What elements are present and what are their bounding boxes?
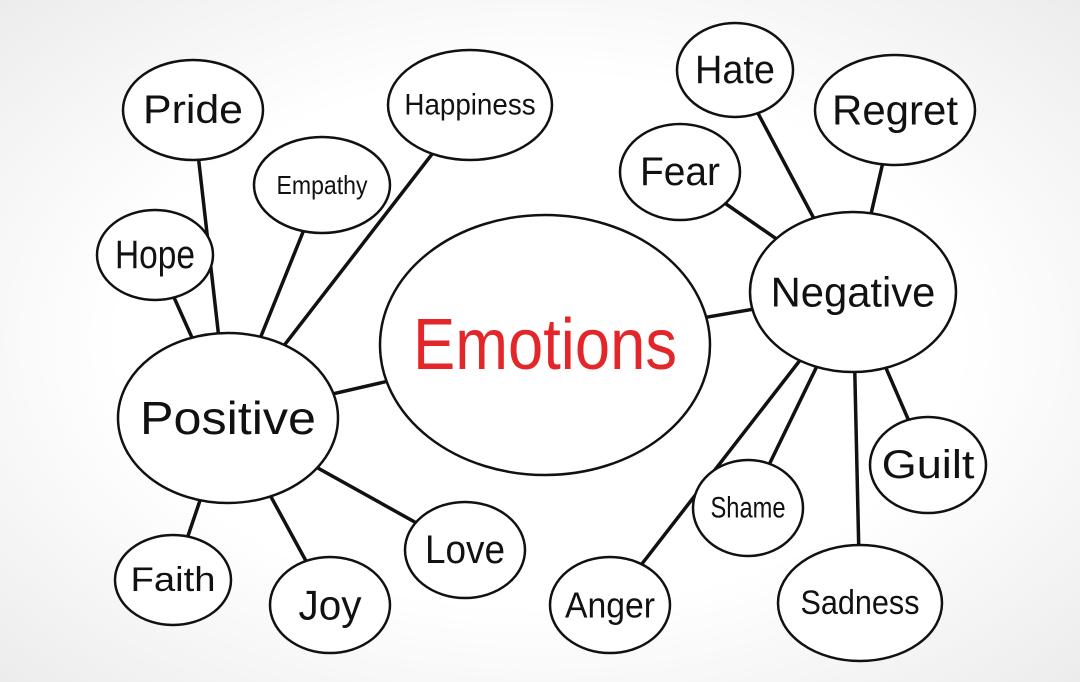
leaf-node-sadness-bubble <box>776 543 944 663</box>
leaf-node-faith-bubble <box>113 533 233 627</box>
leaf-node-fear-bubble <box>618 122 742 222</box>
central-node-emotions-label: Emotions <box>413 305 677 385</box>
leaf-node-love-label: Love <box>425 528 505 572</box>
branch-node-positive-bubble <box>116 331 340 505</box>
leaf-node-shame: Shame <box>691 458 805 558</box>
leaf-node-love-bubble <box>403 500 527 600</box>
leaf-node-hope: Hope <box>95 208 215 302</box>
leaf-node-pride: Pride <box>121 58 265 162</box>
leaf-node-faith-label: Faith <box>131 561 216 599</box>
leaf-node-hope-bubble <box>95 208 215 302</box>
leaf-node-shame-label: Shame <box>711 492 786 525</box>
branch-node-positive-label: Positive <box>140 392 316 444</box>
leaf-node-guilt-label: Guilt <box>882 443 975 487</box>
leaf-node-sadness: Sadness <box>776 543 944 663</box>
leaf-node-pride-label: Pride <box>143 88 243 132</box>
leaf-node-regret: Regret <box>813 53 977 167</box>
leaf-node-happiness: Happiness <box>386 48 554 162</box>
leaf-node-hate-label: Hate <box>695 48 775 92</box>
leaf-node-regret-label: Regret <box>832 87 958 134</box>
leaf-node-hate-bubble <box>675 21 795 119</box>
leaf-node-empathy-label: Empathy <box>277 170 368 200</box>
central-node-emotions-bubble <box>378 213 712 477</box>
leaf-node-empathy: Empathy <box>252 135 392 235</box>
leaf-node-regret-bubble <box>813 53 977 167</box>
leaf-node-happiness-label: Happiness <box>404 89 535 122</box>
leaf-node-empathy-bubble <box>252 135 392 235</box>
leaf-node-joy: Joy <box>268 555 392 655</box>
leaf-node-anger-bubble <box>548 555 672 655</box>
branch-node-negative: Negative <box>748 210 958 374</box>
central-node-emotions: Emotions <box>378 213 712 477</box>
leaf-node-joy-label: Joy <box>299 582 362 629</box>
leaf-node-sadness-label: Sadness <box>801 584 920 622</box>
leaf-node-guilt: Guilt <box>868 415 988 515</box>
leaf-node-fear: Fear <box>618 122 742 222</box>
leaf-node-love: Love <box>403 500 527 600</box>
branch-node-positive: Positive <box>116 331 340 505</box>
leaf-node-hate: Hate <box>675 21 795 119</box>
leaf-node-hope-label: Hope <box>115 233 195 277</box>
branch-node-negative-label: Negative <box>771 269 936 316</box>
leaf-node-shame-bubble <box>691 458 805 558</box>
leaf-node-joy-bubble <box>268 555 392 655</box>
leaf-node-fear-label: Fear <box>640 150 720 194</box>
leaf-node-anger-label: Anger <box>565 585 655 626</box>
leaf-node-pride-bubble <box>121 58 265 162</box>
leaf-node-happiness-bubble <box>386 48 554 162</box>
leaf-node-faith: Faith <box>113 533 233 627</box>
leaf-node-anger: Anger <box>548 555 672 655</box>
leaf-node-guilt-bubble <box>868 415 988 515</box>
branch-node-negative-bubble <box>748 210 958 374</box>
